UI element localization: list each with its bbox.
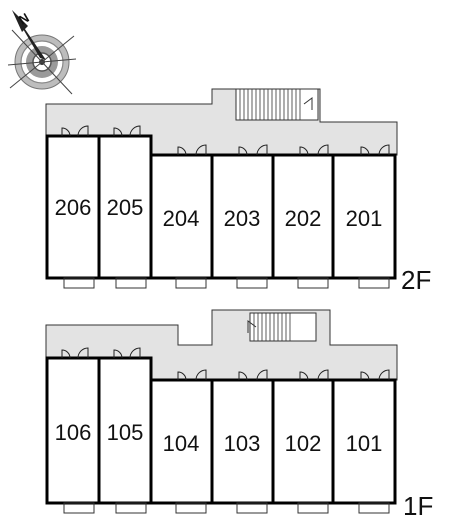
unit-203: 203 (210, 153, 275, 280)
floor-plan-2f: 206 205 204 203 202 201 (45, 88, 431, 295)
unit-204: 204 (149, 153, 214, 280)
unit-202: 202 (271, 153, 335, 280)
unit-label: 102 (285, 431, 322, 456)
unit-206: 206 (45, 134, 101, 280)
floor-label-2f: 2F (401, 265, 431, 295)
door-swings (61, 347, 390, 381)
unit-201: 201 (331, 153, 397, 280)
balconies (63, 277, 390, 289)
unit-label: 104 (163, 431, 200, 456)
unit-102: 102 (271, 378, 335, 505)
compass-rose-icon: N (7, 10, 77, 95)
staircase (247, 312, 317, 342)
unit-label: 206 (55, 195, 92, 220)
floor-label-1f: 1F (403, 491, 433, 521)
unit-label: 101 (346, 431, 383, 456)
unit-label: 204 (163, 206, 200, 231)
balconies (63, 502, 390, 514)
unit-label: 105 (107, 420, 144, 445)
unit-label: 202 (285, 206, 322, 231)
door-swings (61, 125, 390, 156)
compass-north-letter: N (16, 10, 32, 28)
unit-105: 105 (97, 356, 153, 505)
unit-106: 106 (45, 356, 101, 505)
unit-label: 106 (55, 420, 92, 445)
unit-label: 203 (224, 206, 261, 231)
unit-label: 103 (224, 431, 261, 456)
staircase (235, 88, 319, 121)
unit-103: 103 (210, 378, 275, 505)
unit-label: 205 (107, 195, 144, 220)
unit-205: 205 (97, 134, 153, 280)
floor-plan-1f: 106 105 104 103 102 101 (45, 309, 433, 521)
unit-label: 201 (346, 206, 383, 231)
unit-104: 104 (149, 378, 214, 505)
unit-101: 101 (331, 378, 397, 505)
